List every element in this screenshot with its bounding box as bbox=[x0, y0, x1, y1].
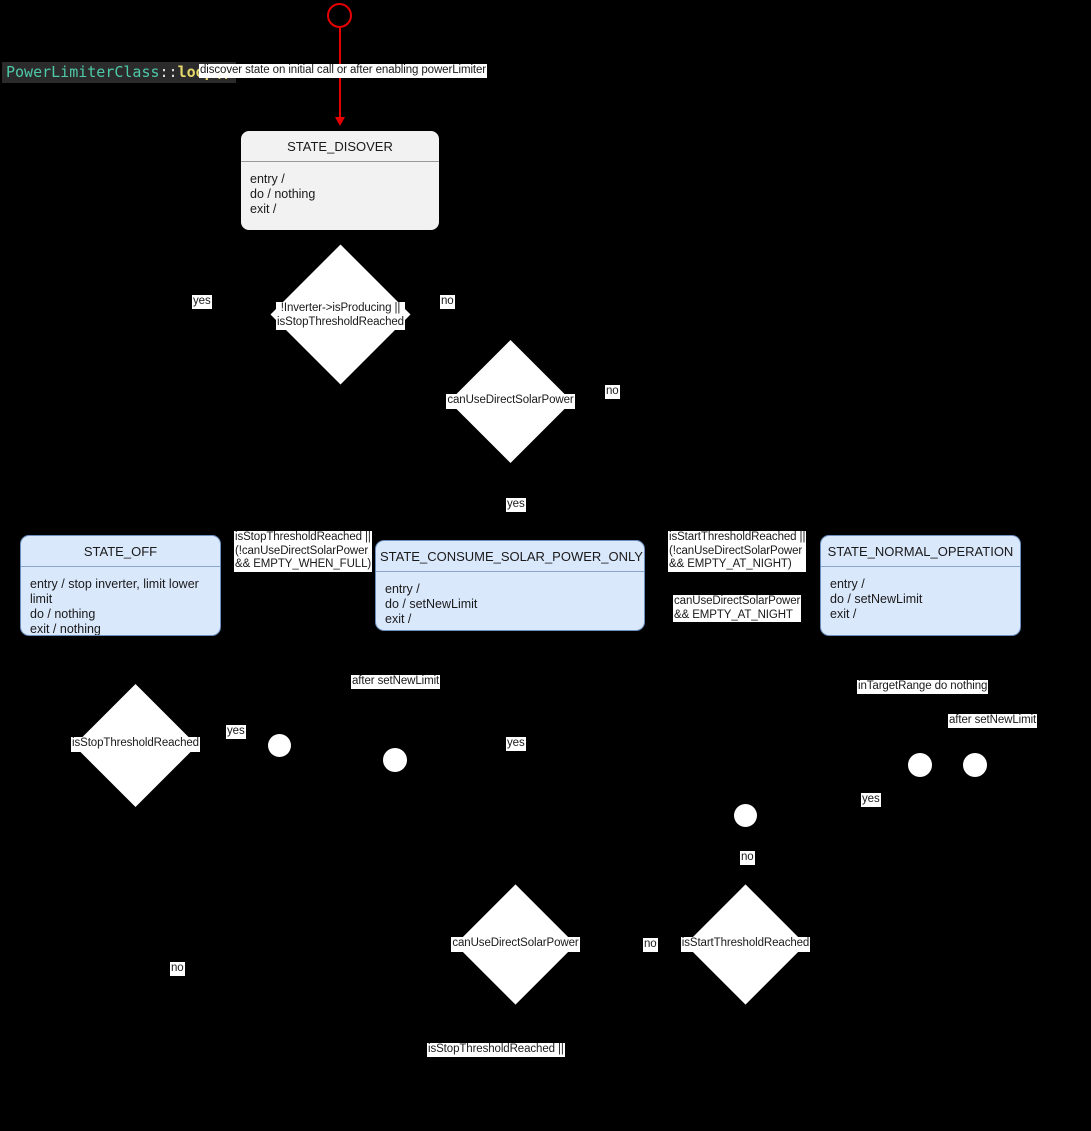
guard-label-start-threshold: isStartThresholdReached || (!canUseDirec… bbox=[668, 531, 807, 572]
branch-label-no-d5-top: no bbox=[740, 851, 755, 865]
page-title-separator: :: bbox=[159, 63, 178, 81]
junction-dot-2 bbox=[383, 748, 407, 772]
start-transition-arrowhead bbox=[335, 117, 345, 126]
junction-dot-5 bbox=[963, 753, 987, 777]
state-box-consume-solar[interactable]: STATE_CONSUME_SOLAR_POWER_ONLY entry / d… bbox=[375, 540, 645, 631]
start-node-icon bbox=[327, 3, 352, 28]
guard-label-off-to-consume: isStopThresholdReached || (!canUseDirect… bbox=[234, 531, 373, 572]
state-divider bbox=[241, 161, 439, 162]
state-box-discover[interactable]: STATE_DISOVER entry / do / nothing exit … bbox=[240, 130, 440, 231]
branch-label-yes-right: yes bbox=[861, 793, 881, 807]
branch-label-yes-d1: yes bbox=[192, 295, 212, 309]
state-title-normal-operation: STATE_NORMAL_OPERATION bbox=[827, 544, 1014, 559]
state-title-consume-solar: STATE_CONSUME_SOLAR_POWER_ONLY bbox=[380, 549, 643, 564]
state-body-discover: entry / do / nothing exit / bbox=[250, 172, 316, 216]
guard-label-stop-threshold-partial: isStopThresholdReached || bbox=[427, 1043, 565, 1057]
state-title-off: STATE_OFF bbox=[83, 544, 158, 559]
state-divider bbox=[821, 566, 1020, 567]
junction-dot-4 bbox=[908, 753, 932, 777]
branch-label-no-d3: no bbox=[170, 962, 185, 976]
branch-label-no-d4: no bbox=[643, 938, 658, 952]
guard-label-after-set-new-limit-left: after setNewLimit bbox=[351, 675, 441, 689]
decision-text-2: canUseDirectSolarPower bbox=[446, 394, 575, 409]
branch-label-yes-d3: yes bbox=[226, 725, 246, 739]
guard-label-in-target-range: inTargetRange do nothing bbox=[857, 680, 989, 694]
decision-text-3: isStopThresholdReached bbox=[71, 737, 200, 752]
state-body-normal-operation: entry / do / setNewLimit exit / bbox=[830, 577, 923, 621]
junction-dot-1 bbox=[268, 734, 291, 757]
branch-label-no-d1: no bbox=[440, 295, 455, 309]
guard-label-can-use-night: canUseDirectSolarPower && EMPTY_AT_NIGHT bbox=[673, 595, 802, 622]
state-divider bbox=[376, 571, 644, 572]
decision-text-4: canUseDirectSolarPower bbox=[451, 937, 580, 952]
branch-label-yes-mid: yes bbox=[506, 737, 526, 751]
state-body-consume-solar: entry / do / setNewLimit exit / bbox=[385, 582, 478, 626]
state-body-off: entry / stop inverter, limit lower limit… bbox=[30, 577, 199, 636]
start-transition-label: discover state on initial call or after … bbox=[199, 64, 488, 78]
branch-label-yes-d2: yes bbox=[506, 498, 526, 512]
state-divider bbox=[21, 566, 220, 567]
page-title-class: PowerLimiterClass bbox=[6, 63, 160, 81]
guard-label-after-set-new-limit-right: after setNewLimit bbox=[948, 714, 1038, 728]
decision-text-1: !Inverter->isProducing || isStopThreshol… bbox=[276, 302, 405, 330]
junction-dot-3 bbox=[734, 804, 757, 827]
state-title-discover: STATE_DISOVER bbox=[287, 139, 393, 154]
state-box-normal-operation[interactable]: STATE_NORMAL_OPERATION entry / do / setN… bbox=[820, 535, 1021, 636]
state-box-off[interactable]: STATE_OFF entry / stop inverter, limit l… bbox=[20, 535, 221, 636]
branch-label-no-d2: no bbox=[605, 385, 620, 399]
decision-text-5: isStartThresholdReached bbox=[681, 937, 810, 952]
